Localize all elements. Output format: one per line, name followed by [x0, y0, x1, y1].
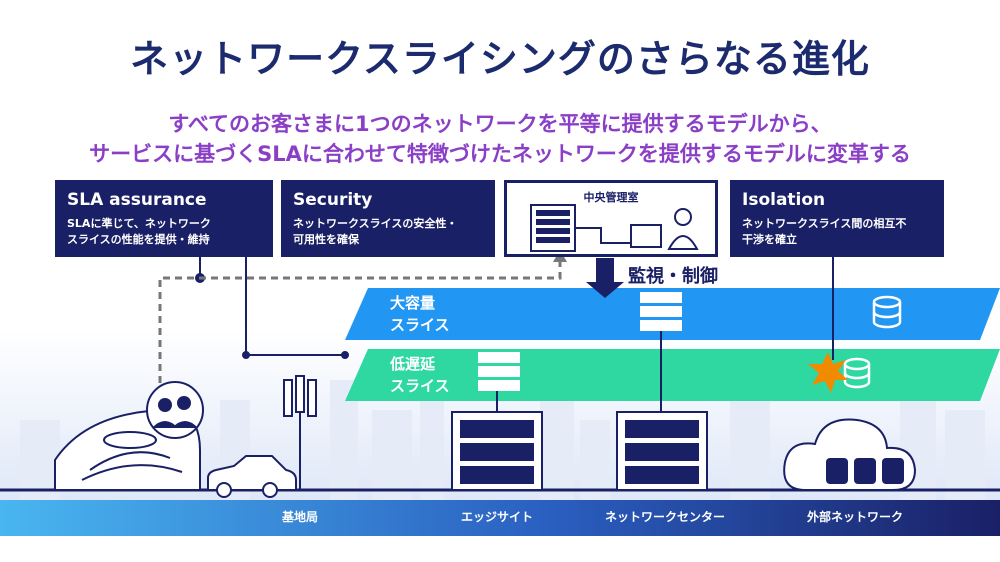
monitor-control-label: 監視・制御: [628, 266, 718, 287]
sla-assurance-desc-line-2: スライスの性能を提供・維持: [67, 233, 210, 246]
low-latency-slice-label-line-2: スライス: [390, 377, 450, 395]
control-room-box: 中央管理室: [504, 180, 718, 257]
sla-dashed-line: [158, 258, 562, 395]
external-network-cloud-icon: [783, 418, 917, 491]
control-arrow-icon: [586, 258, 624, 298]
connection-lines: [195, 255, 834, 415]
city-skyline: [20, 380, 985, 500]
control-room-heading: 中央管理室: [583, 191, 639, 204]
base-station-label: 基地局: [281, 510, 318, 524]
isolation-desc-line-1: ネットワークスライス間の相互不: [742, 217, 907, 230]
isolation-box: Isolation ネットワークスライス間の相互不 干渉を確立: [730, 180, 944, 257]
external-network-label: 外部ネットワーク: [806, 510, 903, 524]
security-box: Security ネットワークスライスの安全性・ 可用性を確保: [281, 180, 495, 257]
page-title: ネットワークスライシングのさらなる進化: [130, 37, 870, 81]
interference-burst-icon: [808, 352, 848, 393]
low-latency-slice-label: 低遅延 スライス: [390, 353, 450, 397]
sla-assurance-box: SLA assurance SLAに準じて、ネットワーク スライスの性能を提供・…: [55, 180, 273, 257]
low-latency-slice-label-line-1: 低遅延: [390, 355, 436, 373]
ground-bar: [0, 500, 1000, 536]
network-center-rack: [616, 411, 708, 491]
large-slice-label: 大容量 スライス: [390, 292, 450, 336]
edge-site-rack: [451, 411, 543, 491]
operator-icon: [630, 208, 699, 250]
security-heading: Security: [293, 190, 373, 210]
network-center-label: ネットワークセンター: [604, 510, 725, 524]
audience-avatar-icon: [146, 381, 204, 439]
large-slice-server-icon: [640, 292, 682, 331]
large-slice-database-icon: [872, 295, 902, 329]
edge-site-label: エッジサイト: [460, 510, 533, 524]
sla-assurance-desc-line-1: SLAに準じて、ネットワーク: [67, 217, 211, 230]
subtitle-line-1: すべてのお客さまに1つのネットワークを平等に提供するモデルから、: [168, 112, 832, 136]
security-desc-line-2: 可用性を確保: [293, 233, 359, 246]
security-desc-line-1: ネットワークスライスの安全性・: [293, 217, 458, 230]
base-station-tower-icon: [283, 375, 317, 490]
subtitle-line-2: サービスに基づくSLAに合わせて特徴づけたネットワークを提供するモデルに変革する: [89, 142, 911, 166]
car-icon: [207, 455, 297, 498]
isolation-desc-line-2: 干渉を確立: [742, 233, 797, 246]
large-slice-label-line-1: 大容量: [390, 294, 436, 312]
low-slice-database-icon: [843, 357, 871, 389]
low-slice-server-icon: [478, 352, 520, 391]
control-room-illustration: [530, 204, 699, 252]
large-slice-label-line-2: スライス: [390, 316, 450, 334]
control-room-server-icon: [530, 204, 576, 252]
isolation-heading: Isolation: [742, 190, 826, 210]
sla-assurance-heading: SLA assurance: [67, 190, 207, 210]
